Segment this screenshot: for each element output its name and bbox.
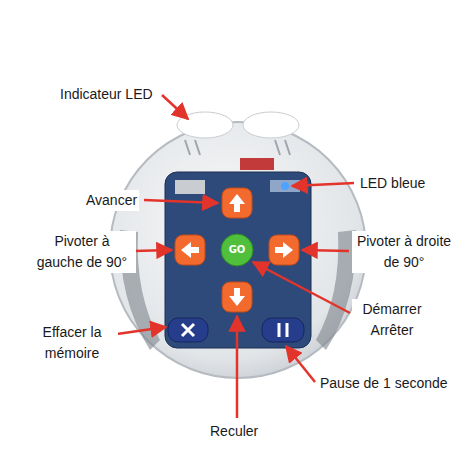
button-label: Avancer xyxy=(84,190,139,211)
button-label: Effacer la mémoire xyxy=(26,322,118,364)
button-text: GO xyxy=(229,244,246,256)
part-label: LED bleue xyxy=(358,173,427,194)
button-label: Pause de 1 seconde xyxy=(318,373,450,394)
part-label: Indicateur LED xyxy=(58,84,155,105)
button-label: Reculer xyxy=(208,421,260,442)
button-label: Pivoter à droite de 90° xyxy=(352,231,456,273)
button-label: Démarrer Arrêter xyxy=(352,299,432,341)
button-label: Pivoter à gauche de 90° xyxy=(28,231,136,273)
leader-lines xyxy=(117,95,354,418)
